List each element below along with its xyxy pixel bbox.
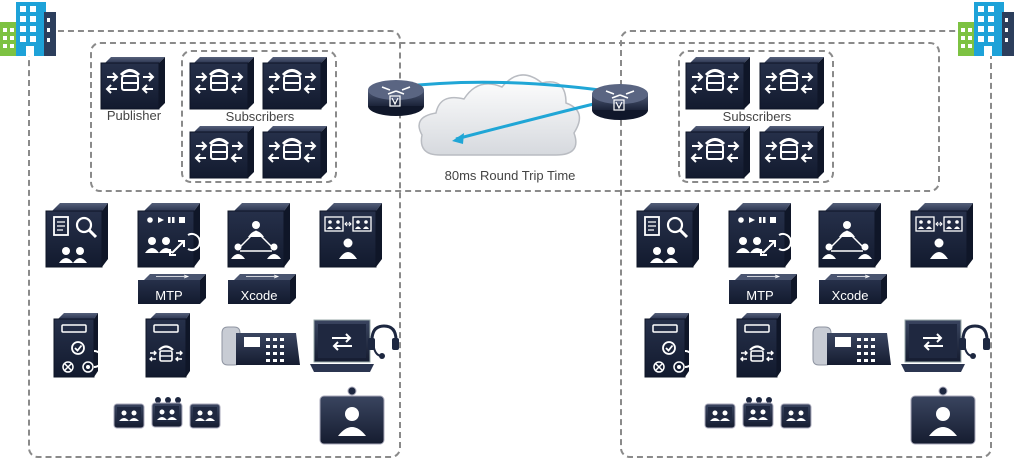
cloud-icon: [418, 74, 581, 156]
building-icon: [0, 2, 60, 58]
media-server-icon: [728, 202, 793, 269]
router-icon: [367, 78, 426, 118]
call-manager-icon: [684, 124, 752, 180]
directory-server-icon: [45, 202, 110, 269]
call-manager-icon: [684, 55, 752, 111]
video-endpoint-icon: [318, 386, 386, 446]
mtp-label: MTP: [155, 288, 183, 303]
subscribers-label: Subscribers: [225, 109, 295, 124]
video-endpoint-icon: [909, 386, 977, 446]
voice-gateway-icon: [53, 312, 110, 379]
arrowhead: [452, 133, 464, 144]
softphone-icon: [310, 319, 399, 376]
ip-phone-icon: [811, 325, 891, 367]
voice-gateway-icon: [644, 312, 701, 379]
call-manager-icon: [261, 124, 329, 180]
conference-bridge-icon: [818, 202, 883, 269]
call-manager-icon: [261, 55, 329, 111]
immersive-telepresence-icon: [113, 396, 222, 432]
call-manager-icon: [188, 124, 256, 180]
conference-bridge-icon: [227, 202, 292, 269]
right-site-boundary: [620, 30, 992, 458]
mtp-label: MTP: [746, 288, 774, 303]
building-icon: [958, 2, 1018, 58]
softphone-icon: [901, 319, 990, 376]
ip-phone-icon: [220, 325, 300, 367]
cluster-boundary: [90, 42, 940, 192]
wan-link-top: [397, 80, 623, 95]
call-manager-icon: [99, 55, 167, 111]
left-site-boundary: [28, 30, 401, 458]
right-subscribers-group: [678, 50, 834, 183]
wan-label: 80ms Round Trip Time: [444, 168, 576, 183]
subscribers-label: Subscribers: [722, 109, 792, 124]
immersive-telepresence-icon: [704, 396, 813, 432]
call-manager-icon: [758, 55, 826, 111]
call-server-icon: [145, 312, 194, 379]
left-subscribers-group: [181, 50, 337, 183]
xcode-label: Xcode: [240, 288, 278, 303]
xcode-label: Xcode: [831, 288, 869, 303]
telepresence-server-icon: [910, 202, 975, 269]
telepresence-server-icon: [319, 202, 384, 269]
router-icon: [591, 82, 650, 122]
media-server-icon: [137, 202, 202, 269]
call-server-icon: [736, 312, 785, 379]
publisher-label: Publisher: [106, 108, 162, 123]
call-manager-icon: [758, 124, 826, 180]
directory-server-icon: [636, 202, 701, 269]
call-manager-icon: [188, 55, 256, 111]
